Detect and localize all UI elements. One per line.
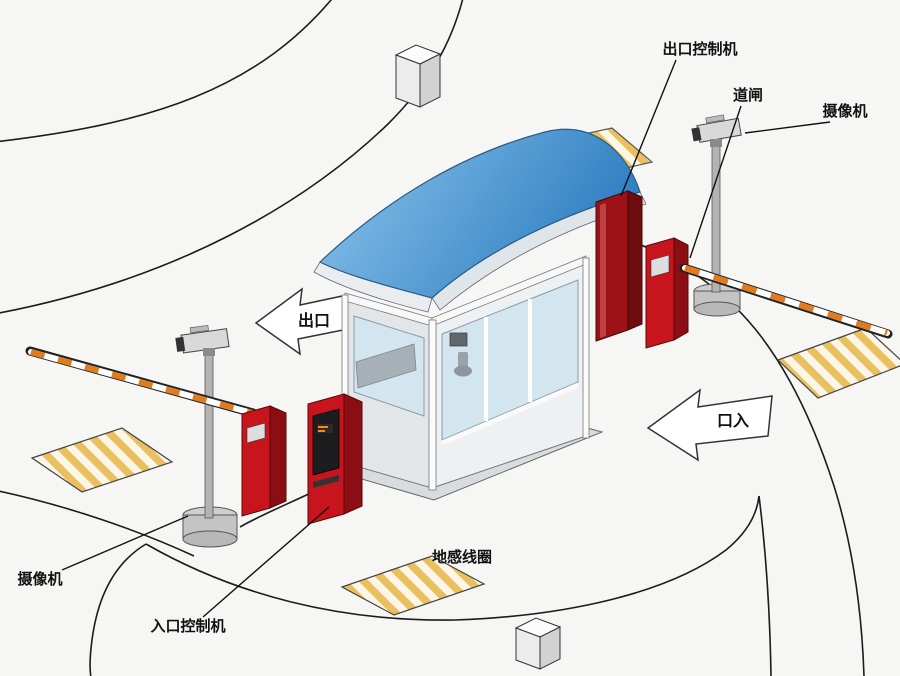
- camera-pole: [711, 145, 721, 293]
- barrier-arm-stripes: [30, 349, 253, 416]
- exit-panel-side: [627, 190, 643, 331]
- controller-screen-text: [318, 430, 325, 432]
- ground-loops: [30, 327, 900, 616]
- entry-arrow-shape: [646, 388, 773, 462]
- label-exit-controller: 出口控制机: [662, 40, 737, 58]
- label-entrance-controller: 入口控制机: [150, 617, 225, 635]
- ground-loop-right: [776, 327, 900, 399]
- cabinet-front: [645, 237, 675, 349]
- label-camera-left: 摄像机: [17, 570, 62, 588]
- ground-loop-left: [30, 427, 174, 493]
- camera-pedestal-base: [693, 301, 741, 317]
- booth-corner-post: [582, 257, 590, 439]
- road-edge: [145, 495, 760, 621]
- entrance-barrier-cabinet: [241, 405, 287, 517]
- callouts: 出口控制机 道闸 摄像机 摄像机 入口控制机 地感线圈: [17, 40, 867, 635]
- label-camera-right: 摄像机: [822, 102, 867, 120]
- pillar-side-face: [419, 53, 441, 108]
- leader-barrier-gate: [689, 105, 742, 259]
- controller-screen: [317, 424, 333, 433]
- booth-right-window: [441, 279, 579, 441]
- booth-monitor: [449, 332, 468, 347]
- barrier-arm-stripes: [684, 265, 888, 336]
- ground-loop-bottom: [340, 555, 486, 616]
- cabinet-side: [269, 405, 287, 509]
- camera-pedestal-base: [182, 530, 238, 548]
- camera-head-top: [189, 324, 209, 334]
- cabinet-front: [241, 405, 271, 517]
- road-edge: [0, 490, 195, 557]
- road-edge: [89, 543, 147, 676]
- road-edge: [758, 495, 772, 676]
- exit-controller-machine: [595, 190, 643, 342]
- entry-arrow: 口入: [646, 388, 773, 462]
- pillar-side-face: [539, 626, 561, 670]
- pillar-top: [394, 44, 442, 108]
- controller-panel: [312, 408, 340, 476]
- leader-entrance-controller: [202, 506, 330, 618]
- canopy-roof: [313, 127, 654, 313]
- camera-head-top: [705, 114, 725, 124]
- booth-chair-seat: [454, 365, 472, 377]
- pillar-bottom: [514, 617, 562, 670]
- road-edge: [0, 0, 332, 143]
- exit-barrier-arm: [679, 263, 893, 339]
- controller-screen-text: [318, 426, 328, 428]
- entrance-controller-machine: [307, 393, 363, 525]
- controller-ticket-slot: [313, 475, 339, 488]
- canopy-surface: [318, 128, 641, 299]
- label-ground-loop: 地感线圈: [432, 548, 492, 566]
- pillar-front-face: [395, 54, 421, 108]
- road-edge: [0, 0, 464, 314]
- window-sill: [441, 382, 579, 446]
- camera-lens: [175, 336, 186, 352]
- entrance-barrier-arm: [25, 346, 258, 418]
- controller-side: [343, 393, 363, 515]
- exit-arrow-label: 出口: [298, 311, 330, 330]
- camera-mount: [203, 348, 215, 356]
- camera-lens: [691, 127, 702, 142]
- exit-barrier-cabinet: [645, 237, 689, 349]
- booth-chair-back: [458, 352, 468, 368]
- exit-panel-stripe: [600, 203, 606, 338]
- guard-booth: [322, 255, 604, 501]
- cabinet-display: [246, 422, 266, 444]
- booth-desk: [355, 343, 417, 389]
- camera-pole: [204, 351, 214, 519]
- camera-mount: [710, 139, 722, 147]
- cabinet-side: [673, 237, 689, 341]
- camera-left: [175, 324, 238, 548]
- cabinet-display: [650, 254, 670, 278]
- leader-camera-right: [744, 121, 831, 134]
- entry-arrow-label: 口入: [717, 412, 749, 430]
- leader-camera-left: [61, 515, 189, 571]
- booth-corner-post: [428, 319, 437, 491]
- leader-exit-controller: [620, 59, 677, 197]
- label-barrier-gate: 道闸: [733, 86, 763, 104]
